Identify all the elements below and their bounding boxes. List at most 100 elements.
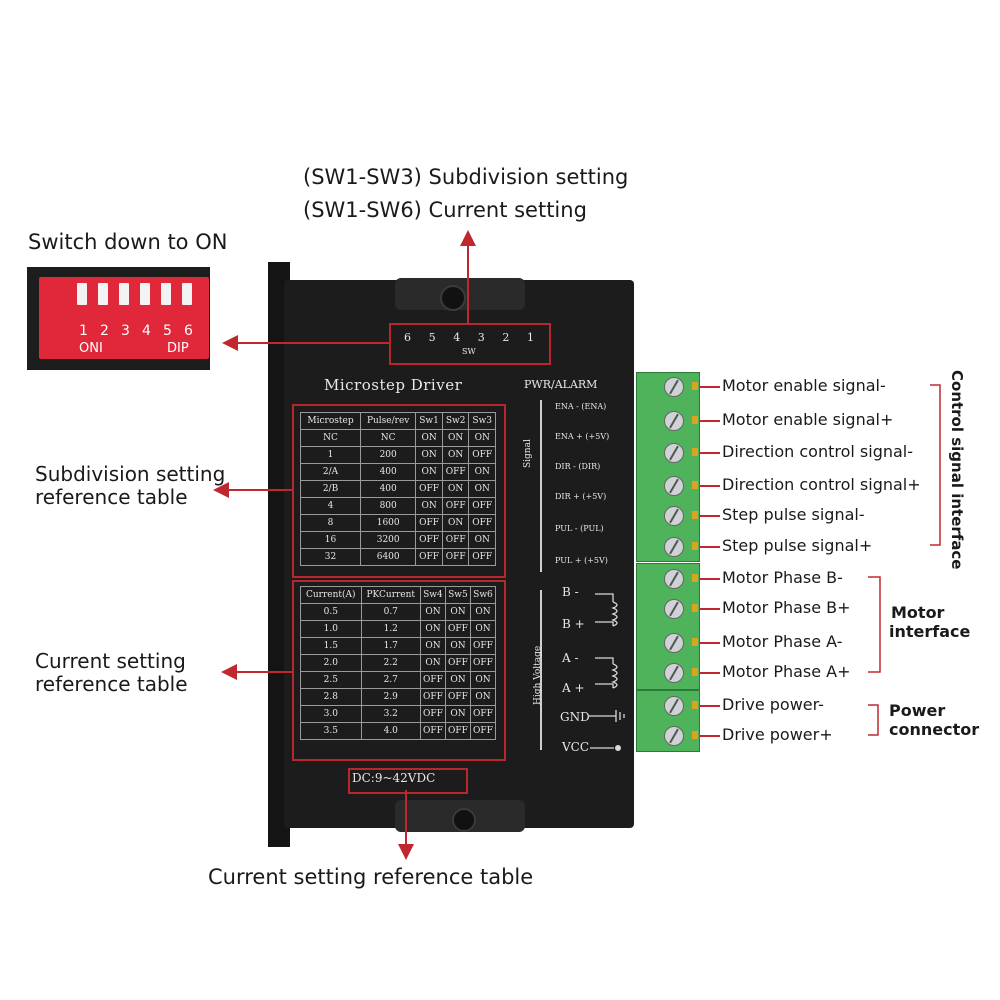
terminal-label: Step pulse signal+ (722, 536, 873, 555)
terminal-label: Motor enable signal- (722, 376, 886, 395)
terminal-leader-line (700, 672, 720, 674)
sw-number-row: 6 5 4 3 2 1 (404, 331, 534, 344)
bottom-mount-screw-icon (452, 808, 476, 832)
power-term-gnd: GND (560, 710, 590, 724)
dip-number: 6 (184, 323, 193, 339)
power-term-vcc: VCC (562, 740, 590, 754)
terminal-pin (692, 701, 698, 709)
terminal-pin (692, 638, 698, 646)
table-cell: 4.0 (360, 722, 421, 740)
terminal-screw-icon[interactable] (664, 696, 684, 716)
terminal-label: Drive power- (722, 695, 824, 714)
switch-down-callout: Switch down to ON (28, 230, 228, 254)
dip-number: 5 (163, 323, 172, 339)
terminal-pin (692, 668, 698, 676)
terminal-leader-line (700, 705, 720, 707)
terminal-pin (692, 382, 698, 390)
motor-term-a-minus: A - (562, 651, 579, 665)
terminal-leader-line (700, 735, 720, 737)
current-table-callout: Current setting reference table (35, 649, 188, 696)
terminal-pin (692, 481, 698, 489)
terminal-label: Motor Phase A- (722, 632, 843, 651)
terminal-label: Drive power+ (722, 725, 833, 744)
ground-symbol-icon (588, 710, 625, 722)
pwr-alarm-label: PWR/ALARM (524, 378, 598, 391)
terminal-leader-line (700, 642, 720, 644)
table-cell: OFF (419, 722, 446, 740)
signal-term-label: ENA - (ENA) (555, 402, 607, 411)
terminal-pin (692, 731, 698, 739)
vcc-symbol-icon (590, 745, 621, 751)
terminal-screw-icon[interactable] (664, 476, 684, 496)
terminal-label: Motor Phase A+ (722, 662, 851, 681)
terminal-pin (692, 511, 698, 519)
dip-switch-3 (119, 283, 129, 305)
current-setting-sw-callout: (SW1-SW6) Current setting (303, 198, 587, 222)
dip-switch-2 (98, 283, 108, 305)
sw-label: SW (462, 347, 476, 356)
terminal-leader-line (700, 485, 720, 487)
terminal-screw-icon[interactable] (664, 443, 684, 463)
terminal-label: Direction control signal+ (722, 475, 921, 494)
subdivision-setting-callout: (SW1-SW3) Subdivision setting (303, 165, 629, 189)
signal-term-label: PUL - (PUL) (555, 524, 604, 533)
motor-term-a-plus: A + (562, 681, 585, 695)
terminal-screw-icon[interactable] (664, 377, 684, 397)
terminal-leader-line (700, 546, 720, 548)
dip-switch-5 (161, 283, 171, 305)
terminal-screw-icon[interactable] (664, 663, 684, 683)
motor-term-b-minus: B - (562, 585, 579, 599)
control-group-label: Control signal interface (948, 370, 966, 570)
terminal-pin (692, 604, 698, 612)
terminal-leader-line (700, 420, 720, 422)
terminal-leader-line (700, 578, 720, 580)
terminal-screw-icon[interactable] (664, 411, 684, 431)
sw-red-box (389, 323, 551, 365)
power-bracket (868, 704, 879, 736)
table-cell: NC (360, 429, 417, 447)
terminal-screw-icon[interactable] (664, 537, 684, 557)
power-group-label: Power connector (889, 701, 980, 739)
motor-group-label: Motor interface (889, 603, 971, 641)
terminal-label: Step pulse signal- (722, 505, 865, 524)
terminal-leader-line (700, 608, 720, 610)
terminal-pin (692, 416, 698, 424)
subdivision-table-callout: Subdivision setting reference table (35, 462, 226, 509)
control-bracket (930, 384, 941, 546)
dip-switch-4 (140, 283, 150, 305)
signal-term-label: DIR - (DIR) (555, 462, 601, 471)
dip-switch-body: 1 2 3 4 5 6 ONI DIP (39, 277, 209, 359)
top-mount-screw-icon (440, 285, 466, 311)
table-cell: ON (469, 603, 497, 621)
dip-number: 2 (100, 323, 109, 339)
table-header-cell: Pulse/rev (360, 412, 417, 430)
terminal-leader-line (700, 452, 720, 454)
terminal-leader-line (700, 386, 720, 388)
microstep-table-box (292, 404, 506, 578)
motor-term-b-plus: B + (562, 617, 585, 631)
terminal-screw-icon[interactable] (664, 569, 684, 589)
dip-number: 4 (142, 323, 151, 339)
terminal-pin (692, 542, 698, 550)
dip-number: 3 (121, 323, 130, 339)
terminal-screw-icon[interactable] (664, 633, 684, 653)
dip-number: 1 (79, 323, 88, 339)
terminal-screw-icon[interactable] (664, 726, 684, 746)
motor-bracket (868, 576, 881, 673)
terminal-screw-icon[interactable] (664, 506, 684, 526)
terminal-screw-icon[interactable] (664, 599, 684, 619)
dip-on-label: ONI (79, 341, 103, 356)
